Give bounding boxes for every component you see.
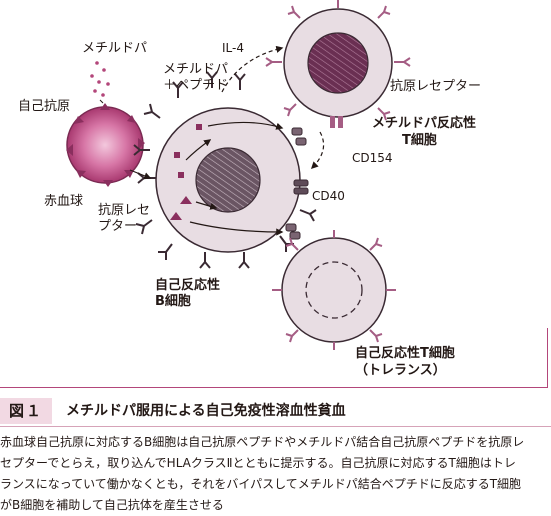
label-antigen-receptor-left-1: 抗原レセ bbox=[98, 203, 150, 218]
figure-border-bottom bbox=[0, 387, 548, 388]
label-cd40: CD40 bbox=[312, 189, 345, 203]
internal-peptides bbox=[170, 124, 202, 220]
methyldopa-molecules bbox=[90, 61, 110, 97]
figure-title: メチルドパ服用による自己免疫性溶血性貧血 bbox=[66, 403, 346, 419]
caption-line: セプターでとらえ，取り込んでHLAクラスⅡとともに提示する。自己抗原に対応するT… bbox=[0, 456, 516, 470]
methyldopa-reactive-t-cell bbox=[265, 0, 411, 128]
signal-arrows bbox=[221, 45, 325, 170]
t-cell-receptors bbox=[265, 0, 411, 121]
label-methyldopa-t-cell-1: メチルドパ反応性 bbox=[372, 115, 476, 131]
b-cell bbox=[133, 71, 317, 269]
diagram-figure: メチルドパ メチルドパ ＋ペプチド IL-4 自己抗原 赤血球 抗原レセ プター… bbox=[18, 0, 481, 378]
figure-number: 図１ bbox=[0, 398, 52, 424]
label-autoantigen: 自己抗原 bbox=[18, 99, 70, 114]
red-blood-cell bbox=[66, 103, 145, 187]
label-methyldopa-peptide-1: メチルドパ bbox=[163, 62, 228, 77]
label-il4: IL-4 bbox=[222, 41, 244, 55]
label-autoreactive-t-cell-1: 自己反応性T細胞 bbox=[355, 345, 455, 361]
figure-border-right bbox=[547, 328, 548, 388]
label-methyldopa: メチルドパ bbox=[82, 41, 147, 56]
label-red-blood-cell: 赤血球 bbox=[44, 194, 83, 209]
label-antigen-receptor-left-2: プター bbox=[98, 219, 137, 234]
antigen-arrow bbox=[129, 169, 152, 180]
methyldopa-arrow bbox=[99, 99, 104, 104]
cd154-molecule bbox=[330, 116, 343, 128]
internal-arrows bbox=[185, 121, 284, 236]
label-autoreactive-t-cell-2: （トレランス） bbox=[355, 362, 446, 378]
label-methyldopa-peptide-2: ＋ペプチド bbox=[163, 78, 228, 93]
caption-line: がB細胞を補助して自己抗体を産生させる bbox=[0, 498, 224, 512]
caption-header: 図１ メチルドパ服用による自己免疫性溶血性貧血 bbox=[0, 398, 551, 424]
label-methyldopa-t-cell-2: T細胞 bbox=[402, 132, 437, 148]
cd40-molecule bbox=[293, 179, 309, 195]
b-cell-receptors bbox=[133, 71, 317, 269]
caption-divider bbox=[0, 426, 551, 427]
rbc-autoantigens bbox=[66, 103, 145, 187]
label-autoreactive-b-cell-1: 自己反応性 bbox=[155, 277, 220, 293]
caption-line: ランスになっていて働かなくとも，それをバイパスしてメチルドパ結合ペプチドに反応す… bbox=[0, 477, 522, 491]
caption-body: 赤血球自己抗原に対応するB細胞は自己抗原ペプチドやメチルドパ結合自己抗原ペプチド… bbox=[0, 432, 551, 516]
caption-line: 赤血球自己抗原に対応するB細胞は自己抗原ペプチドやメチルドパ結合自己抗原ペプチド… bbox=[0, 435, 525, 449]
label-cd154: CD154 bbox=[352, 151, 393, 165]
label-autoreactive-b-cell-2: B細胞 bbox=[155, 293, 191, 309]
label-antigen-receptor-right: 抗原レセプター bbox=[390, 79, 481, 94]
autoreactive-t-cell bbox=[272, 230, 396, 350]
hla-molecules bbox=[285, 127, 307, 240]
